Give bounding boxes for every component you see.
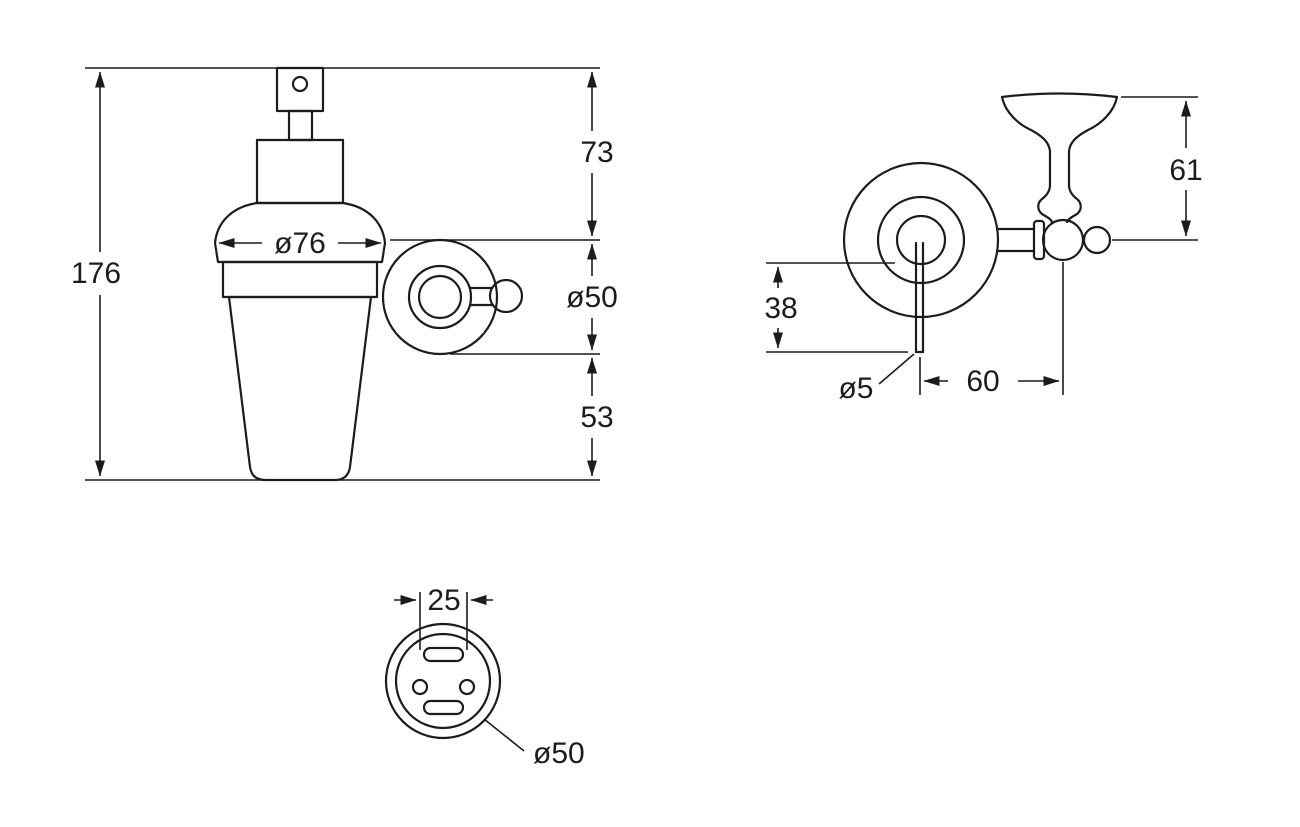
flange-outer: [842, 161, 1000, 319]
plate-outer: [384, 622, 502, 740]
dim-arm-offset: 60: [966, 365, 999, 398]
neck-band: [221, 260, 379, 299]
pump-hole-icon: [291, 75, 309, 93]
container-body: [227, 295, 373, 482]
screw-hole-right: [458, 678, 476, 696]
holder-ring-inner: [417, 274, 463, 320]
dim-body-diameter: ø76: [274, 227, 326, 260]
dim-holder-diameter: ø50: [566, 281, 618, 314]
slot-top: [422, 646, 465, 663]
knob-ball: [488, 278, 524, 314]
dim-total-height: 176: [71, 257, 121, 290]
side-view-dimensions: 61 38 ø5 60: [764, 96, 1203, 405]
end-knob: [1082, 225, 1112, 255]
front-view: [213, 66, 524, 482]
screw-hole-left: [411, 678, 429, 696]
shoulder-dome: [213, 201, 387, 264]
joint-ball: [1041, 218, 1085, 262]
pump-collar: [255, 138, 345, 205]
holder-ring-mid: [407, 264, 473, 330]
side-view: [842, 92, 1119, 354]
back-plate-dimensions: 25 ø50: [394, 584, 585, 770]
cup-holder: [1000, 92, 1119, 224]
dim-pin-diameter: ø5: [838, 372, 873, 405]
plate-inner: [394, 632, 492, 730]
dim-lower-height: 53: [580, 401, 613, 434]
fixing-pin: [914, 241, 925, 354]
pump-head: [275, 66, 325, 113]
dim-pin-drop: 38: [764, 292, 797, 325]
dim-cup-height: 61: [1169, 154, 1202, 187]
back-plate-view: [384, 622, 502, 740]
dim-hole-spacing: 25: [427, 584, 460, 617]
dim-plate-diameter: ø50: [533, 737, 585, 770]
pump-stem: [287, 109, 314, 142]
leader-plate: [483, 718, 525, 752]
slot-bottom: [422, 699, 465, 716]
leader-pin: [878, 353, 915, 385]
holder-ring-outer: [381, 238, 499, 356]
flange-mid: [876, 195, 966, 285]
dim-pump-height: 73: [580, 136, 613, 169]
front-view-dimensions: 176 73 ø50 53 ø76: [71, 67, 618, 481]
flange-boss: [895, 214, 947, 266]
